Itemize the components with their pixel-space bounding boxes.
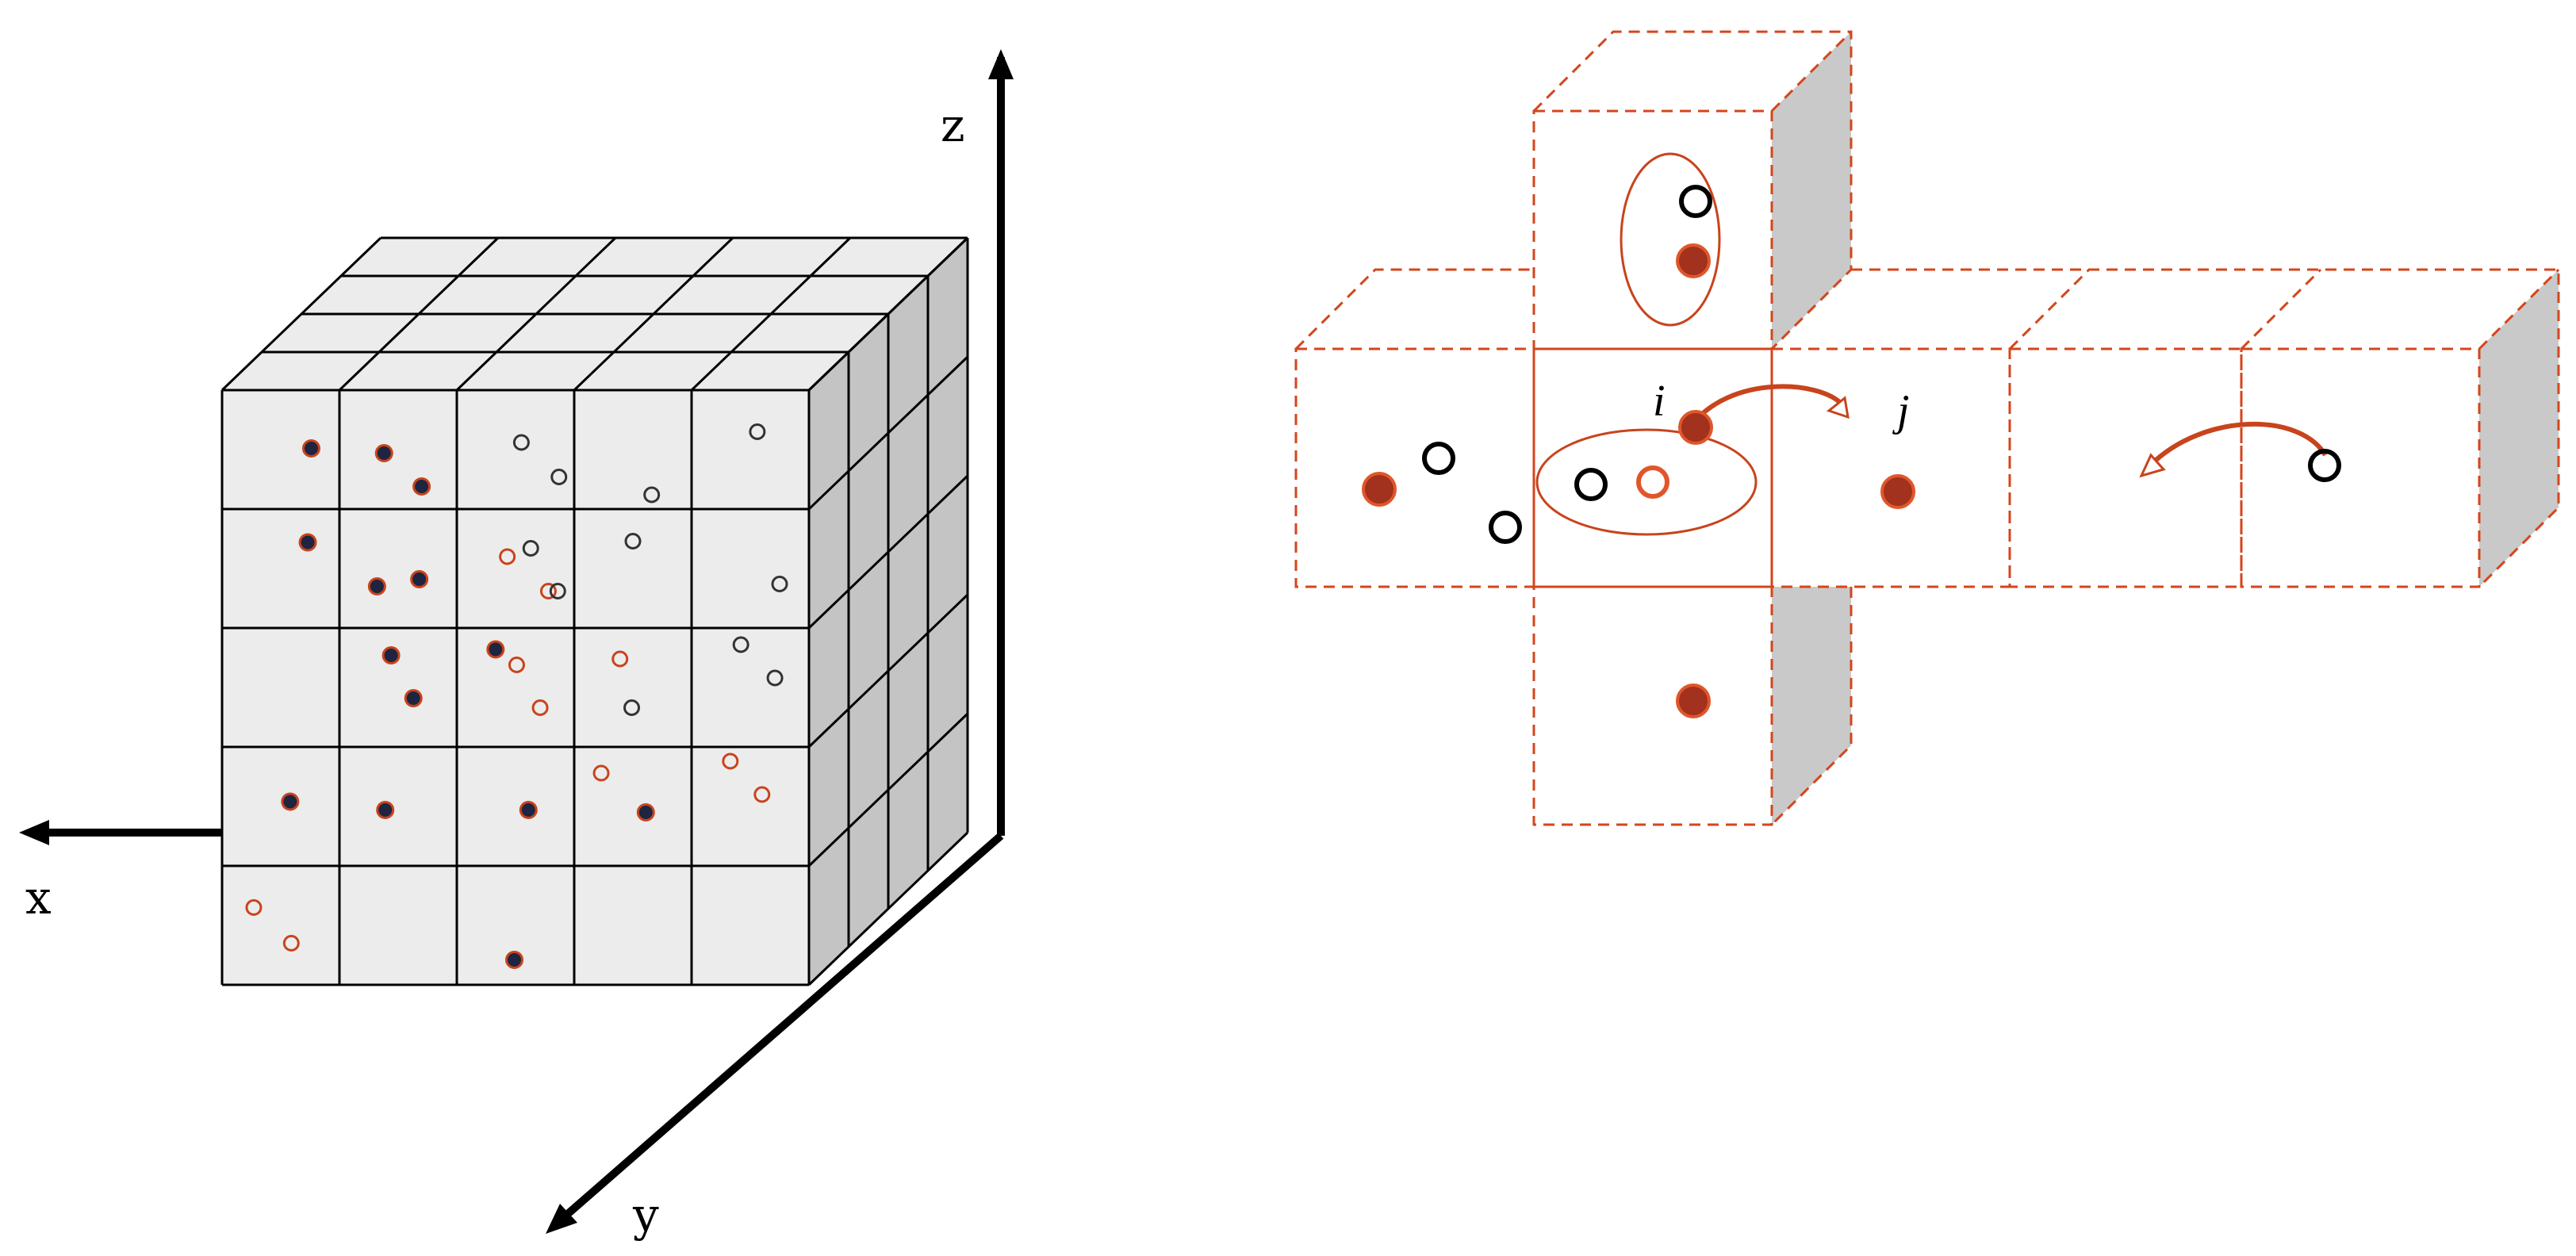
hollow-particle-marker — [1679, 185, 1712, 218]
z-axis-arrowhead — [988, 49, 1014, 79]
hollow-particle-marker — [1574, 468, 1608, 501]
solid-particle-marker — [1880, 474, 1915, 509]
orange-hollow-particle-marker — [611, 650, 629, 668]
hop-arrow-i-to-j-head — [1826, 396, 1850, 419]
orange-hollow-particle-marker — [282, 935, 300, 952]
y-axis-label: y — [632, 1188, 659, 1242]
hollow-particle-marker — [549, 583, 566, 599]
y-axis — [560, 833, 1004, 1221]
side-grid-depth-line — [807, 593, 969, 749]
axes: z x y — [19, 49, 1014, 1242]
orange-hollow-particle-marker — [539, 583, 557, 599]
x-axis-arrowhead — [19, 820, 49, 845]
y-axis-arrowhead — [546, 1204, 577, 1234]
center-cell-pair-ellipse — [1535, 428, 1758, 536]
top-cell-depth-edge — [1770, 30, 1853, 113]
top-cell-pair-ellipse — [1620, 152, 1721, 327]
hollow-particle-marker — [2308, 449, 2341, 482]
hollow-particle-marker — [522, 540, 539, 557]
bottom-cell-front — [1532, 585, 1773, 826]
hollow-particle-marker — [766, 669, 784, 687]
filled-particle-marker — [412, 477, 431, 496]
filled-particle-marker — [376, 801, 395, 819]
orange-hollow-particle-marker — [753, 786, 771, 803]
right1-cell-front — [1770, 347, 2011, 588]
particle-cube-grid — [220, 236, 969, 986]
filled-particle-marker — [505, 951, 524, 969]
filled-particle-marker — [486, 640, 505, 659]
filled-particle-marker — [374, 444, 393, 462]
hollow-particle-marker — [1489, 511, 1522, 544]
solid-particle-marker — [1676, 243, 1711, 278]
side-grid-depth-line — [807, 355, 969, 511]
orange-hollow-particle-marker — [592, 764, 610, 782]
z-axis-label: z — [941, 98, 965, 152]
hollow-particle-marker — [732, 636, 749, 653]
orange-hollow-particle-marker — [508, 657, 525, 673]
solid-particle-marker — [1676, 684, 1711, 718]
solid-particle-marker — [1362, 472, 1397, 507]
filled-particle-marker — [381, 646, 401, 664]
hollow-particle-marker — [771, 576, 788, 592]
hollow-particle-marker — [512, 434, 530, 451]
hop-arrow-i-to-j — [1687, 384, 1846, 430]
row-depth-top — [1294, 268, 1534, 350]
solid-particle-marker — [1678, 410, 1713, 445]
orange-hollow-particle-marker — [722, 752, 739, 770]
orange-hollow-particle-marker — [245, 899, 263, 916]
filled-particle-marker — [636, 803, 655, 821]
row-depth-edge-4 — [2478, 268, 2560, 350]
hollow-particle-marker — [643, 486, 661, 504]
orange-hollow-particle-marker — [1636, 465, 1669, 499]
orange-hollow-particle-marker — [499, 548, 516, 565]
side-grid-depth-line — [807, 474, 969, 630]
cell-label-i: i — [1653, 377, 1666, 426]
left-cell-front — [1294, 347, 1535, 588]
cube-front-face — [222, 390, 809, 985]
filled-particle-marker — [301, 439, 320, 458]
hollow-particle-marker — [550, 469, 568, 485]
filled-particle-marker — [404, 689, 423, 707]
hollow-particle-marker — [749, 423, 766, 440]
filled-particle-marker — [298, 533, 317, 552]
side-grid-depth-line — [807, 712, 969, 867]
filled-particle-marker — [519, 801, 538, 819]
hollow-particle-marker — [624, 533, 642, 550]
bottom-box-side-face — [1772, 587, 1851, 825]
neighbor-cell-net: i j — [1294, 30, 2560, 826]
hop-arrow-periodic-head — [2139, 453, 2166, 478]
filled-particle-marker — [281, 792, 300, 811]
hollow-particle-marker — [623, 699, 641, 716]
cell-label-j: j — [1892, 386, 1910, 435]
net-particles — [1362, 185, 2341, 718]
row-depth-edge-2 — [2008, 268, 2091, 350]
row-depth-right — [1851, 268, 2560, 588]
right3-cell-front — [2240, 347, 2481, 588]
right-box-side-face — [2479, 270, 2559, 587]
cube-particles — [245, 423, 788, 969]
top-cell-front — [1532, 109, 1773, 350]
side-grid-depth-line — [807, 831, 969, 986]
orange-hollow-particle-marker — [531, 699, 549, 716]
right2-cell-front — [2008, 347, 2243, 588]
filled-particle-marker — [410, 570, 429, 588]
hollow-particle-marker — [1422, 442, 1455, 475]
row-depth-edge-3 — [2240, 268, 2322, 350]
hop-arrow-periodic — [2149, 421, 2328, 467]
side-grid-depth-line — [807, 236, 969, 392]
top-box-side-face — [1772, 32, 1851, 349]
x-axis-label: x — [25, 871, 52, 925]
filled-particle-marker — [367, 577, 386, 595]
